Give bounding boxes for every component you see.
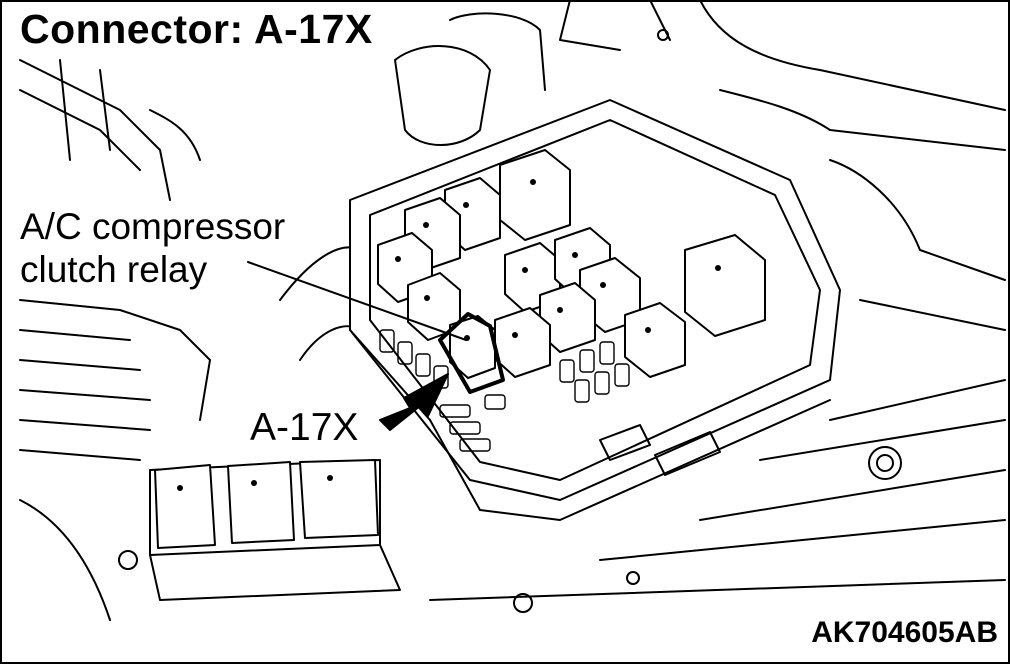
engine-bay-background — [19, 0, 1006, 621]
connector-highlight-outline — [438, 312, 505, 394]
relay-callout-label: A/C compressor clutch relay — [20, 205, 285, 291]
figure-code: AK704605AB — [811, 616, 998, 650]
page-title: Connector: A-17X — [20, 6, 373, 52]
callout-line-2: clutch relay — [20, 249, 208, 290]
figure-code-number: AK704605 — [811, 616, 955, 649]
relay-group — [377, 149, 766, 379]
callout-leader-line — [247, 261, 467, 341]
figure-code-suffix: AB — [954, 616, 998, 649]
connector-label: A-17X — [250, 406, 359, 449]
fuse-rows — [379, 329, 721, 476]
connector-pointer-arrow — [379, 373, 449, 431]
auxiliary-relay-block — [149, 459, 401, 601]
callout-line-1: A/C compressor — [20, 206, 286, 247]
